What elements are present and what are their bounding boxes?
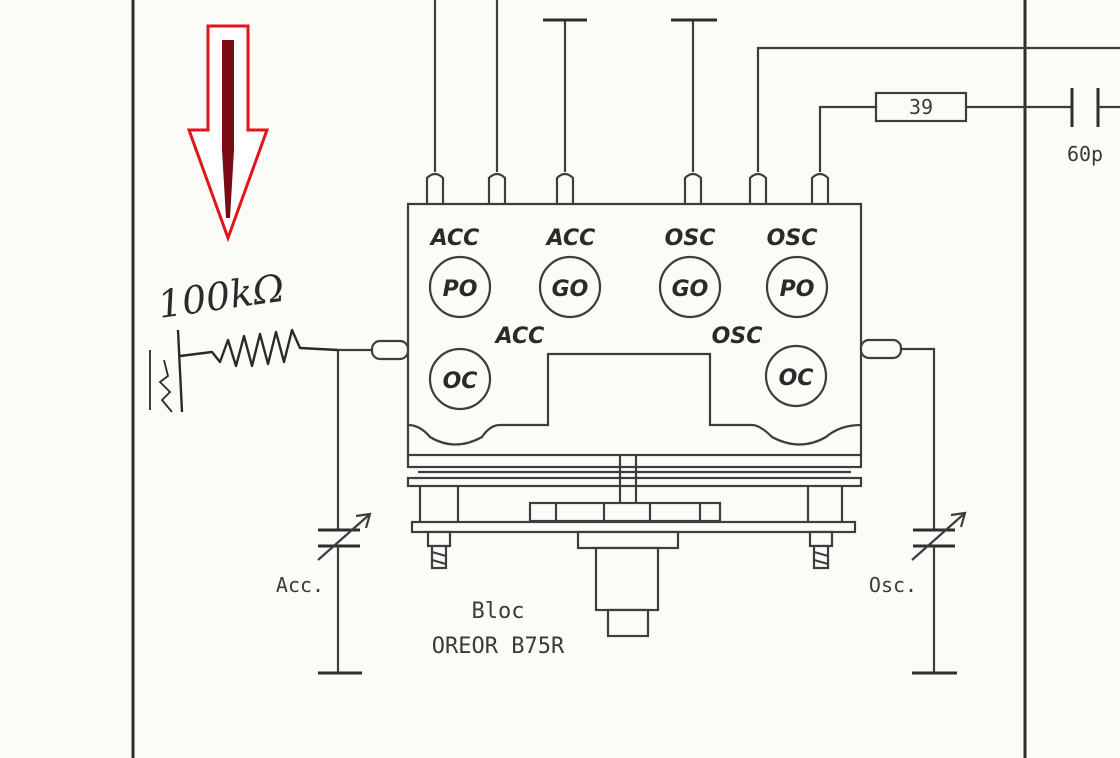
block-label-line2: OREOR B75R	[432, 634, 565, 659]
var-cap-acc: Acc.	[276, 348, 372, 675]
resistor-39: 39	[874, 91, 968, 123]
coil-osc-go: OSC GO	[658, 226, 722, 319]
coil-osc-oc-label: OSC	[712, 324, 763, 349]
coil-osc-po: OSC PO	[765, 226, 829, 319]
var-cap-osc: Osc.	[869, 347, 967, 675]
capacitor-value-label: 60p	[1067, 142, 1103, 166]
var-cap-osc-label: Osc.	[869, 573, 917, 597]
coil-acc-oc-label: ACC	[494, 324, 545, 349]
coil-acc-go-inner: GO	[552, 277, 589, 302]
top-leads	[433, 0, 1120, 172]
coil-acc-po: ACC PO	[429, 226, 492, 319]
coil-acc-po-label: ACC	[429, 226, 480, 251]
down-arrow-icon	[186, 24, 270, 243]
coil-acc-oc-inner: OC	[443, 369, 478, 394]
coil-osc-po-label: OSC	[767, 226, 818, 251]
coil-acc-po-inner: PO	[443, 277, 478, 302]
block-label-line1: Bloc	[472, 599, 525, 624]
handwritten-resistor: 100kΩ	[149, 266, 339, 413]
coil-osc-go-label: OSC	[665, 226, 716, 251]
block-pins	[425, 172, 830, 203]
resistor-value-label: 39	[909, 95, 933, 119]
coil-acc-oc: ACC OC	[428, 324, 545, 411]
coil-acc-go-label: ACC	[545, 226, 596, 251]
var-cap-acc-label: Acc.	[276, 573, 324, 597]
coil-osc-oc: OSC OC	[712, 324, 828, 408]
coil-osc-go-inner: GO	[672, 277, 709, 302]
coil-osc-po-inner: PO	[780, 277, 815, 302]
coil-osc-oc-inner: OC	[779, 366, 814, 391]
coil-acc-go: ACC GO	[538, 226, 602, 319]
handwritten-value: 100kΩ	[155, 266, 287, 327]
capacitor-60p: 60p	[1067, 88, 1120, 166]
